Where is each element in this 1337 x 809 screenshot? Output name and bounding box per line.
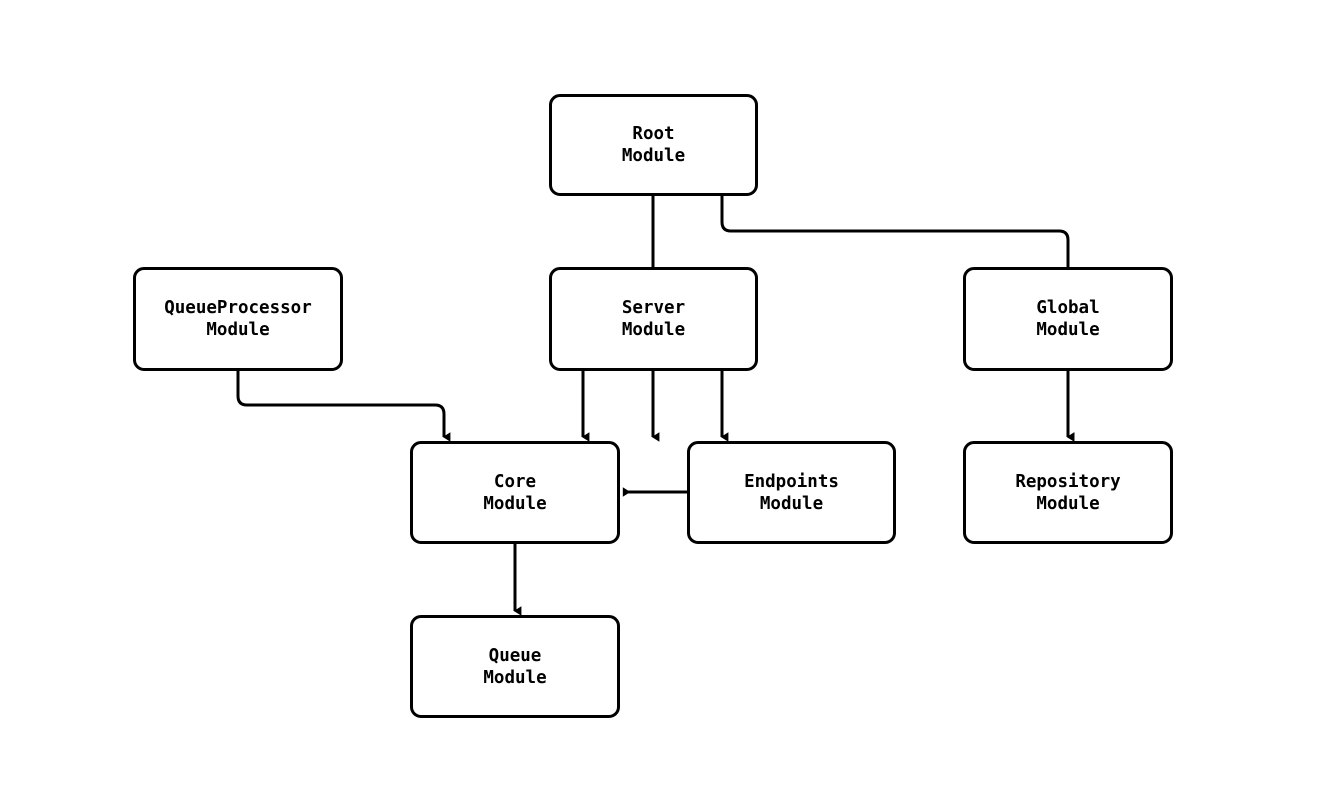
node-queue-module-name: Queue (488, 645, 542, 666)
node-root-module[interactable]: Root Module (549, 94, 758, 196)
node-endpoints-module-name: Endpoints (744, 471, 839, 492)
node-server-module-suffix: Module (621, 320, 686, 340)
node-server-module-name: Server (621, 298, 686, 318)
node-root-module-name: Root (632, 124, 675, 144)
node-global-module-suffix: Module (1036, 320, 1100, 340)
node-endpoints-module[interactable]: Endpoints Module (687, 441, 896, 544)
edge-queueprocessor-to-core (236, 371, 451, 442)
node-core-module[interactable]: Core Module (410, 441, 620, 544)
node-queueprocessor-module-suffix: Module (206, 320, 270, 340)
node-root-module-suffix: Module (621, 146, 686, 166)
node-repository-module[interactable]: Repository Module (963, 441, 1173, 544)
node-repository-module-name: Repository (1015, 471, 1121, 492)
node-repository-module-suffix: Module (1036, 493, 1100, 514)
node-queue-module[interactable]: Queue Module (410, 615, 620, 718)
node-queueprocessor-module-name: QueueProcessor (164, 298, 312, 318)
node-endpoints-module-suffix: Module (759, 493, 824, 514)
node-queueprocessor-module[interactable]: QueueProcessor Module (133, 267, 343, 371)
node-global-module[interactable]: Global Module (963, 267, 1173, 371)
node-core-module-suffix: Module (483, 493, 547, 514)
node-server-module[interactable]: Server Module (549, 267, 758, 371)
node-queue-module-suffix: Module (483, 667, 547, 688)
node-global-module-name: Global (1036, 298, 1100, 318)
node-core-module-name: Core (493, 471, 537, 492)
